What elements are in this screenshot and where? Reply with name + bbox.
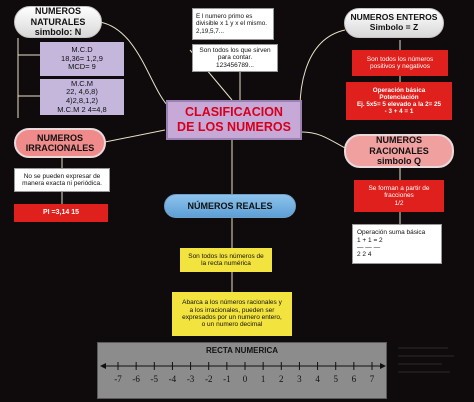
suma-line-3: — — — [357, 244, 381, 251]
enteros-line-1: NUMEROS ENTEROS [350, 12, 438, 23]
potenciacion-line-4: - 3 + 4 = 1 [384, 108, 414, 116]
naturales-line-3: simbolo: N [34, 27, 82, 38]
number-line-tick-label: 1 [261, 374, 266, 384]
mcd-line-3: MCD= 9 [68, 62, 96, 72]
contar-node: Son todos los que sirven para contar. 12… [192, 44, 278, 72]
number-line-tick-label: 0 [243, 374, 248, 384]
suma-line-2: 1 + 1 = 2 [357, 236, 383, 244]
fracciones-line-3: 1/2 [394, 199, 404, 207]
enteros-line-2: Simbolo = Z [369, 22, 419, 32]
recta-desc-line-2: la recta numérica [201, 260, 251, 267]
page-title: CLASIFICACION DE LOS NUMEROS [166, 100, 302, 140]
mcm-node: M.C.M 22, 4,6,8) 4)2,8,1,2) M.C.M 2 4=4,… [40, 79, 124, 115]
title-line-1: CLASIFICACION [185, 105, 283, 119]
primo-line-1: E l numero primo es [196, 13, 253, 21]
number-line-tick-label: -5 [151, 374, 159, 384]
connector-enteros-title [299, 29, 346, 109]
number-line-tick-label: 7 [370, 374, 375, 384]
primo-line-2: divisible x 1 y x el mismo. [196, 20, 268, 28]
connector-title-irracionales [104, 129, 166, 143]
enteros-desc-node: Son todos los números positivos y negati… [352, 50, 448, 76]
recta-desc-line-1: Son todos los números de [188, 252, 264, 260]
naturales-line-2: NATURALES [30, 16, 86, 27]
number-line-tick-label: -3 [187, 374, 195, 384]
connector-title-racionales [301, 131, 346, 149]
number-line-tick-label: 2 [279, 374, 284, 384]
irracionales-line-2: IRRACIONALES [25, 143, 95, 153]
pi-node: PI =3,14 15 [14, 204, 108, 222]
recta-numerica-panel: RECTA NUMERICA -7 -6 -5 -4 -3 -2 -1 0 1 2 3 4 5 6 7 [97, 342, 387, 399]
suma-line-4: 2 2 4 [357, 251, 372, 259]
contar-line-1: Son todos los que sirven [199, 46, 271, 54]
racionales-line-3: simbolo Q [376, 156, 421, 167]
irracionales-line-1: NUMEROS [36, 132, 83, 143]
abarca-line-4: o un numero decimal [201, 321, 263, 329]
connector-naturales-mcd [17, 38, 40, 72]
suma-line-1: Operación suma básica [357, 229, 426, 237]
potenciacion-line-1: Operación básica [372, 86, 426, 94]
potenciacion-node: Operación básica Potenciación Ej. 5x5= 5… [346, 82, 452, 120]
reales-node: NÚMEROS REALES [164, 194, 296, 218]
watermark-graphic [398, 347, 454, 373]
abarca-node: Abarca a los números racionales y a los … [172, 292, 292, 336]
mcd-line-1: M.C.D [71, 45, 93, 55]
contar-line-3: 123456789... [216, 61, 254, 69]
fracciones-node: Se forman a partir de fracciones 1/2 [354, 180, 444, 212]
enteros-node: NUMEROS ENTEROS Simbolo = Z [344, 8, 444, 38]
no-expresar-line-1: No se pueden expresar de [23, 172, 101, 180]
mcm-line-3: 4)2,8,1,2) [65, 96, 99, 105]
number-line-tick-label: -1 [223, 374, 231, 384]
naturales-line-1: NUMEROS [34, 6, 81, 17]
racionales-line-1: NUMEROS [375, 135, 422, 146]
number-line-tick-label: 6 [352, 374, 357, 384]
recta-numerica-title: RECTA NUMERICA [206, 346, 278, 355]
potenciacion-line-3: Ej. 5x5= 5 elevado a la 2= 25 [356, 101, 442, 108]
racionales-node: NUMEROS RACIONALES simbolo Q [344, 134, 454, 168]
suma-node: Operación suma básica 1 + 1 = 2 — — — 2 … [352, 224, 442, 264]
no-expresar-line-2: manera exacta ni periódica. [22, 180, 102, 187]
enteros-desc-line-1: Son todos los números [366, 55, 434, 63]
no-expresar-node: No se pueden expresar de manera exacta n… [14, 168, 110, 192]
number-line: -7 -6 -5 -4 -3 -2 -1 0 1 2 3 4 5 6 7 [100, 362, 386, 384]
racionales-line-2: RACIONALES [369, 145, 429, 156]
irracionales-node: NUMEROS IRRACIONALES [14, 128, 106, 158]
pi-text: PI =3,14 15 [42, 208, 79, 216]
primo-node: E l numero primo es divisible x 1 y x el… [192, 8, 274, 40]
abarca-line-1: Abarca a los números racionales y [182, 299, 282, 307]
potenciacion-line-2: Potenciación [379, 93, 419, 101]
primo-line-3: 2,19,5,7... [196, 27, 225, 35]
mcd-line-2: 18,36= 1,2,9 [61, 53, 103, 63]
abarca-line-2: a los irracionales, pueden ser [189, 306, 275, 314]
mcm-line-1: M.C.M [70, 78, 94, 88]
fracciones-line-2: fracciones [384, 192, 414, 200]
abarca-line-3: expresados por un numero entero, [182, 314, 282, 321]
number-line-arrow-left [100, 363, 106, 369]
mcd-node: M.C.D 18,36= 1,2,9 MCD= 9 [40, 42, 124, 76]
number-line-tick-label: -4 [169, 374, 177, 384]
reales-text: NÚMEROS REALES [187, 200, 273, 211]
number-line-tick-label: -6 [132, 374, 140, 384]
number-line-tick-label: 3 [297, 374, 302, 384]
number-line-tick-label: -7 [114, 374, 122, 384]
number-line-tick-label: -2 [205, 374, 213, 384]
connector-mcd-mcm [17, 72, 40, 118]
contar-line-2: para contar. [217, 54, 253, 62]
mcm-line-4: M.C.M 2 4=4,8 [57, 104, 107, 114]
number-line-tick-label: 4 [315, 374, 320, 384]
mcm-line-2: 22, 4,6,8) [66, 87, 98, 97]
naturales-node: NUMEROS NATURALES simbolo: N [14, 6, 102, 38]
enteros-desc-line-2: positivos y negativos [370, 63, 430, 70]
number-line-tick-label: 5 [333, 374, 338, 384]
connector-naturales-title [99, 21, 171, 109]
fracciones-line-1: Se forman a partir de [368, 184, 430, 192]
recta-desc-node: Son todos los números de la recta numéri… [180, 248, 272, 272]
title-line-2: DE LOS NUMEROS [177, 120, 291, 134]
number-line-arrow-right [380, 363, 386, 369]
